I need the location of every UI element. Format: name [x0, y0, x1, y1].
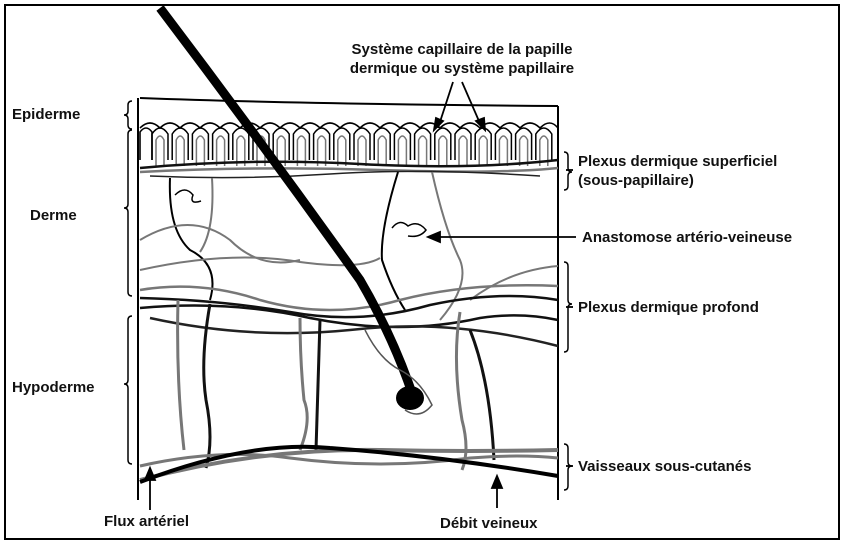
label-anastomose: Anastomose artério-veineuse — [582, 228, 792, 247]
capillary-loop — [499, 136, 507, 166]
dermal-papilla — [495, 128, 511, 160]
capillary-loop — [378, 136, 386, 166]
capillary-loop — [439, 136, 447, 166]
capillary-loop — [459, 136, 467, 166]
capillary-loop — [196, 136, 204, 166]
bracket-derme — [124, 130, 132, 296]
dermal-papilla — [172, 128, 188, 160]
dermal-papilla — [455, 128, 471, 160]
bracket-vaisseaux — [564, 444, 572, 490]
dermal-papilla — [152, 128, 168, 160]
label-plexus-superficiel-line2: (sous-papillaire) — [578, 171, 777, 190]
left-brackets — [124, 101, 132, 464]
bracket-plexus-superficiel — [564, 152, 572, 190]
label-debit-veineux: Débit veineux — [440, 514, 538, 533]
hypodermis-vessels — [178, 300, 494, 470]
capillary-loop — [520, 136, 528, 166]
capillary-loop — [398, 136, 406, 166]
label-capillary-system-line2: dermique ou système papillaire — [310, 59, 614, 78]
arrowhead-flux-arteriel — [145, 468, 155, 480]
bracket-hypoderme — [124, 316, 132, 464]
dermal-papilla — [475, 128, 491, 160]
dermal-papilla — [314, 128, 330, 160]
capillary-loop — [176, 136, 184, 166]
dermal-papilla — [415, 128, 431, 160]
capillary-loop — [156, 136, 164, 166]
label-plexus-profond: Plexus dermique profond — [578, 298, 759, 317]
capillary-loop — [338, 136, 346, 166]
dermal-papilla — [273, 128, 289, 160]
deep-plexus — [140, 285, 558, 346]
superficial-plexus — [140, 160, 558, 178]
bracket-epiderme — [124, 101, 132, 129]
dermal-papilla — [213, 128, 229, 160]
dermal-papilla — [334, 128, 350, 160]
capillary-loop — [358, 136, 366, 166]
dermal-papilla — [354, 128, 370, 160]
dermal-papilla — [293, 128, 309, 160]
label-capillary-system: Système capillaire de la papille dermiqu… — [310, 40, 614, 78]
label-plexus-superficiel: Plexus dermique superficiel (sous-papill… — [578, 152, 777, 190]
label-plexus-superficiel-line1: Plexus dermique superficiel — [578, 152, 777, 171]
arrowhead-anastomose — [428, 232, 440, 242]
capillary-loop — [419, 136, 427, 166]
label-flux-arteriel: Flux artériel — [104, 512, 189, 531]
label-hypoderme: Hypoderme — [12, 378, 95, 397]
dermal-papillae — [152, 128, 552, 160]
right-brackets — [564, 152, 572, 490]
dermal-papilla — [536, 128, 552, 160]
dermal-vessels — [140, 172, 558, 320]
label-derme: Derme — [30, 206, 77, 225]
dermal-papilla — [435, 128, 451, 160]
skin-top-edge — [140, 98, 558, 106]
label-epiderme: Epiderme — [12, 105, 80, 124]
label-capillary-system-line1: Système capillaire de la papille — [310, 40, 614, 59]
capillary-loops — [156, 136, 548, 166]
subcutaneous-vessels — [140, 447, 558, 482]
arrowhead-debit-veineux — [492, 476, 502, 488]
dermal-papilla — [374, 128, 390, 160]
dermal-papilla — [516, 128, 532, 160]
dermal-papilla — [192, 128, 208, 160]
label-vaisseaux: Vaisseaux sous-cutanés — [578, 457, 751, 476]
capillary-loop — [479, 136, 487, 166]
dermal-papilla — [233, 128, 249, 160]
dermal-papilla — [394, 128, 410, 160]
